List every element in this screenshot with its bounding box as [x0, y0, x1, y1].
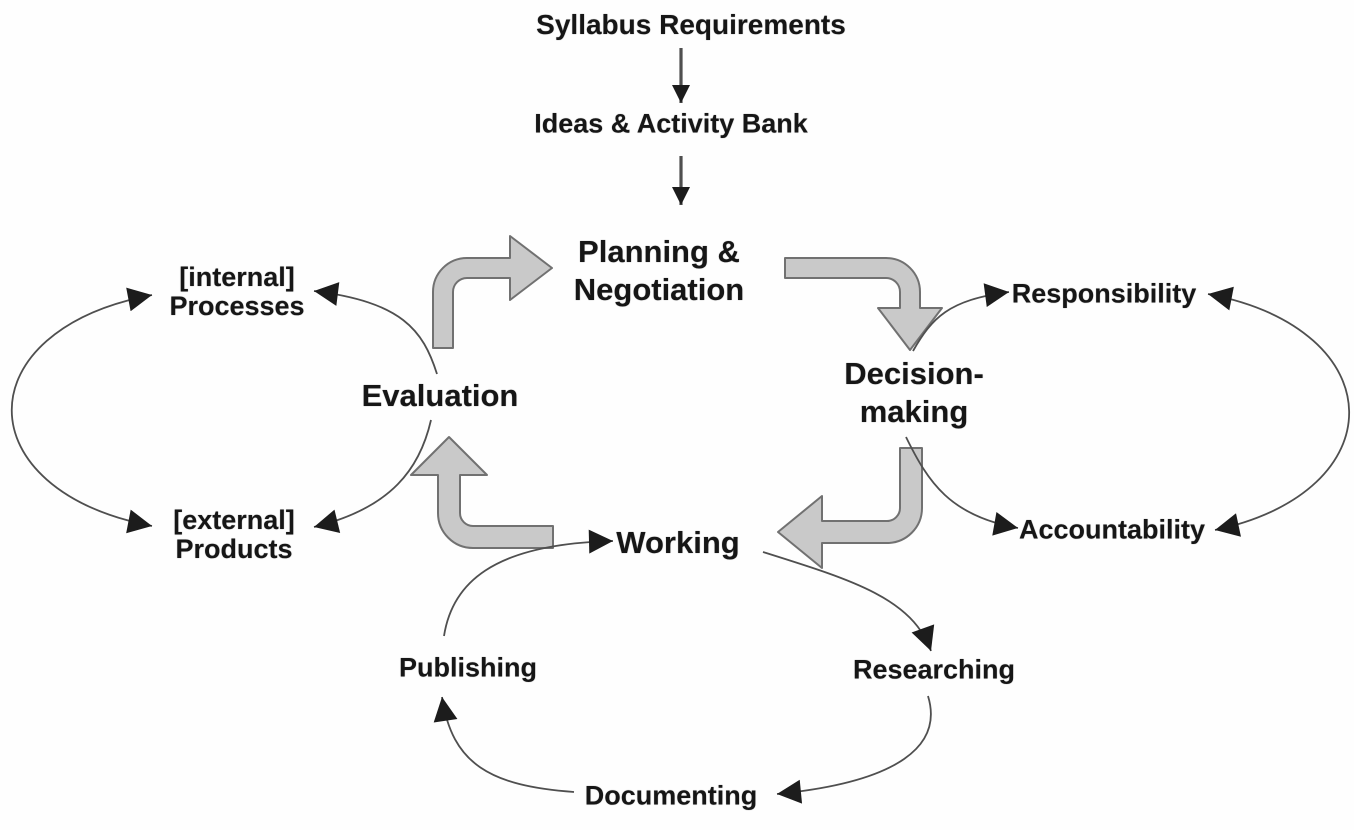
arrow-working-to-evaluation: [410, 436, 554, 549]
node-syllabus-requirements: Syllabus Requirements: [536, 9, 846, 40]
arc-evaluation-to-external-products: [313, 419, 432, 533]
arc-documenting-to-publishing: [433, 696, 575, 793]
arc-processes-products-loop: [10, 287, 153, 534]
node-internal-processes: [internal] Processes: [169, 263, 304, 321]
arc-working-to-researching: [762, 551, 935, 652]
node-working: Working: [616, 525, 740, 560]
arc-researching-to-documenting: [776, 695, 932, 804]
arc-publishing-to-working: [443, 529, 614, 637]
node-external-products: [external] Products: [173, 506, 295, 564]
node-responsibility: Responsibility: [1011, 278, 1197, 309]
node-planning-line2: Negotiation: [573, 272, 745, 307]
node-internal-line2: Processes: [169, 291, 305, 321]
node-accountability: Accountability: [1018, 514, 1206, 545]
arrow-evaluation-to-planning: [432, 235, 553, 349]
node-decision-making: Decision- making: [844, 355, 984, 431]
node-decision-line1: Decision-: [844, 356, 984, 391]
arc-decision-to-accountability: [905, 436, 1019, 536]
node-external-line1: [external]: [173, 505, 295, 535]
node-publishing: Publishing: [399, 652, 537, 683]
node-external-line2: Products: [175, 534, 293, 564]
arc-decision-to-responsibility: [912, 283, 1010, 352]
arrow-decision-to-working: [777, 447, 923, 569]
arc-evaluation-to-internal-processes: [313, 282, 438, 375]
node-decision-line2: making: [859, 394, 969, 429]
node-planning-line1: Planning &: [578, 234, 740, 269]
node-ideas-activity-bank: Ideas & Activity Bank: [534, 108, 808, 139]
arrow-planning-to-decision: [784, 257, 943, 351]
node-documenting: Documenting: [584, 780, 758, 811]
node-internal-line1: [internal]: [179, 262, 295, 292]
node-researching: Researching: [852, 654, 1016, 685]
node-evaluation: Evaluation: [361, 378, 519, 413]
node-planning-negotiation: Planning & Negotiation: [574, 233, 745, 309]
arc-responsibility-accountability-loop: [1207, 286, 1351, 537]
